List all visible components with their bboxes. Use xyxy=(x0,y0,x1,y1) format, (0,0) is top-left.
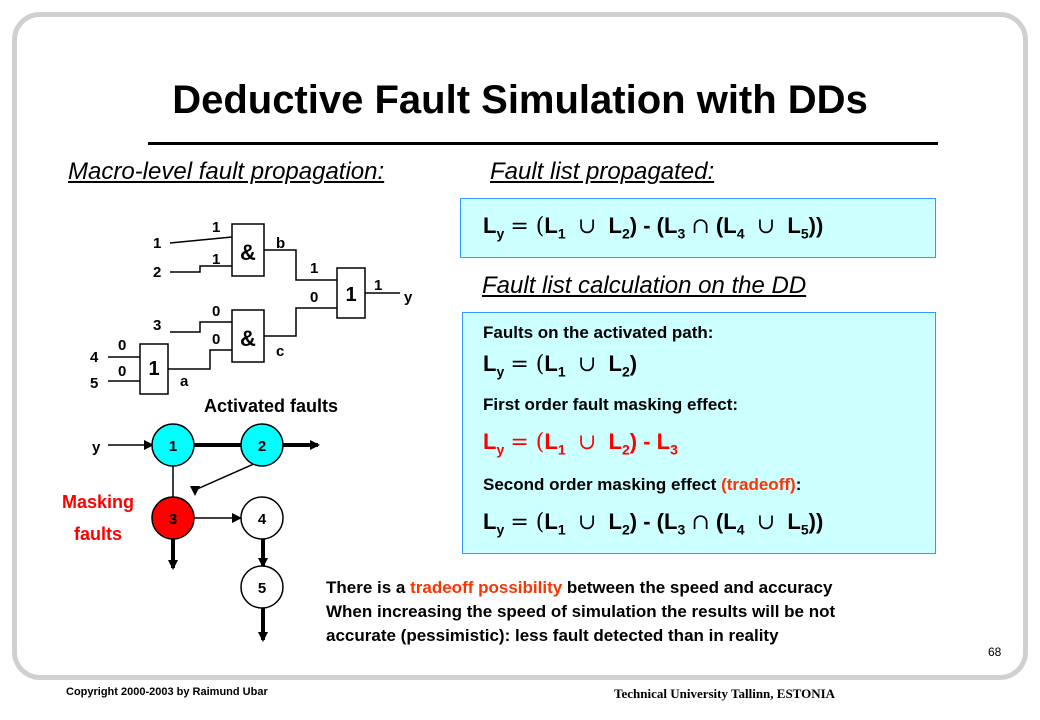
slide-title: Deductive Fault Simulation with DDs xyxy=(172,78,868,122)
label-second-order: Second order masking effect (tradeoff): xyxy=(483,475,802,494)
note-line-1: There is a tradeoff possibility between … xyxy=(326,578,833,597)
formula-activated: Ly = (L1 ∪ L2) xyxy=(483,351,638,380)
activated-faults-label: Activated faults xyxy=(204,396,338,416)
dd-node-5 xyxy=(240,565,284,609)
wire-b-label: b xyxy=(276,235,285,252)
value-or-out: 1 xyxy=(374,277,382,294)
value-in5: 0 xyxy=(118,363,126,380)
page-number: 68 xyxy=(988,645,1002,659)
dd-edges xyxy=(108,440,320,642)
input-3-label: 3 xyxy=(153,317,161,334)
dd-node-5-label: 5 xyxy=(258,580,266,597)
masking-faults-label-1: Masking xyxy=(62,492,134,512)
value-in4: 0 xyxy=(118,337,126,354)
and-gate-c xyxy=(231,309,265,363)
dd-node-3 xyxy=(151,496,195,540)
formula-first-order: Ly = (L1 ∪ L2) - L3 xyxy=(483,429,678,458)
dd-node-1-label: 1 xyxy=(169,438,177,455)
tradeoff-note: There is a tradeoff possibility between … xyxy=(326,576,835,648)
dd-node-3-label: 3 xyxy=(169,511,177,528)
value-in2: 1 xyxy=(212,251,220,268)
note-line-2: When increasing the speed of simulation … xyxy=(326,602,836,621)
dd-node-2 xyxy=(240,423,284,467)
title-rule xyxy=(148,142,938,145)
or-gate-y-symbol: 1 xyxy=(345,284,356,306)
value-or-in2: 0 xyxy=(310,289,318,306)
or-gate-y xyxy=(336,267,366,319)
formula-propagated: Ly = (L1 ∪ L2) - (L3 ∩ (L4 ∪ L5)) xyxy=(483,213,824,242)
or-gate-a-symbol: 1 xyxy=(148,358,159,380)
and-gate-c-symbol: & xyxy=(240,326,256,351)
value-in1: 1 xyxy=(212,219,220,236)
label-first-order: First order fault masking effect: xyxy=(483,395,739,414)
circuit-labels: 1 2 3 4 5 1 1 0 0 1 0 1 0 0 b c a y xyxy=(90,219,413,392)
circuit-wires xyxy=(108,236,400,382)
label-activated-path: Faults on the activated path: xyxy=(483,323,714,342)
input-4-label: 4 xyxy=(90,349,99,366)
wire-a-label: a xyxy=(180,373,189,390)
input-1-label: 1 xyxy=(153,235,161,252)
value-and2-in1: 0 xyxy=(212,303,220,320)
value-and2-in2: 0 xyxy=(212,331,220,348)
input-5-label: 5 xyxy=(90,375,98,392)
right-heading-propagated: Fault list propagated: xyxy=(490,158,715,185)
institution: Technical University Tallinn, ESTONIA xyxy=(614,686,836,701)
note-line-3: accurate (pessimistic): less fault detec… xyxy=(326,626,779,645)
dd-node-4 xyxy=(240,496,284,540)
and-gate-b xyxy=(231,223,265,277)
formula-second-order: Ly = (L1 ∪ L2) - (L3 ∩ (L4 ∪ L5)) xyxy=(483,509,824,538)
copyright: Copyright 2000-2003 by Raimund Ubar xyxy=(66,686,268,698)
dd-node-4-label: 4 xyxy=(258,511,267,528)
label-tradeoff: (tradeoff) xyxy=(721,475,796,494)
propagated-formula-box: Ly = (L1 ∪ L2) - (L3 ∩ (L4 ∪ L5)) xyxy=(460,198,936,258)
dd-root-label: y xyxy=(92,439,101,456)
dd-node-2-label: 2 xyxy=(258,438,266,455)
masking-faults-label-2: faults xyxy=(74,524,122,544)
dd-node-1 xyxy=(151,423,195,467)
left-heading: Macro-level fault propagation: xyxy=(68,158,385,185)
value-or-in1: 1 xyxy=(310,260,318,277)
and-gate-b-symbol: & xyxy=(240,240,256,265)
wire-c-label: c xyxy=(276,343,284,360)
input-2-label: 2 xyxy=(153,264,161,281)
output-y-label: y xyxy=(404,289,413,306)
calculation-box: Faults on the activated path: Ly = (L1 ∪… xyxy=(462,312,936,554)
note-tradeoff-highlight: tradeoff possibility xyxy=(410,578,563,597)
right-heading-calculation: Fault list calculation on the DD xyxy=(482,272,807,299)
